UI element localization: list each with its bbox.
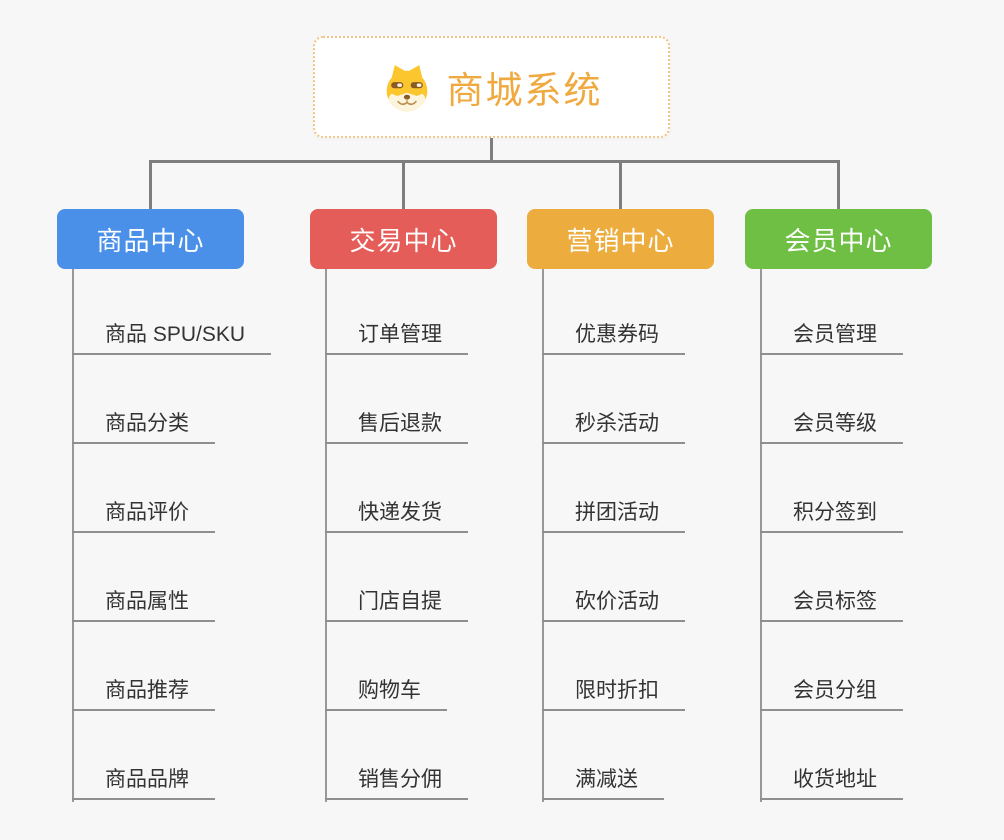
leaf-item[interactable]: 会员标签 — [760, 584, 903, 622]
connector-horizontal — [149, 160, 840, 163]
leaf-item[interactable]: 砍价活动 — [542, 584, 685, 622]
branch-trunk — [325, 269, 327, 802]
connector-drop-branch3 — [619, 160, 622, 209]
branch-marketing-center: 营销中心 优惠券码 秒杀活动 拼团活动 砍价活动 限时折扣 满减送 — [527, 209, 714, 809]
branch-product-center: 商品中心 商品 SPU/SKU 商品分类 商品评价 商品属性 商品推荐 商品品牌 — [57, 209, 272, 809]
leaf-item[interactable]: 商品属性 — [72, 584, 215, 622]
branch-trunk — [72, 269, 74, 802]
leaf-item[interactable]: 会员等级 — [760, 406, 903, 444]
root-node[interactable]: 商城系统 — [313, 36, 670, 138]
leaf-item[interactable]: 销售分佣 — [325, 762, 468, 800]
leaf-item[interactable]: 会员管理 — [760, 317, 903, 355]
branch-header-product-center[interactable]: 商品中心 — [57, 209, 244, 269]
leaf-item[interactable]: 满减送 — [542, 762, 664, 800]
branch-trunk — [542, 269, 544, 802]
connector-drop-branch4 — [837, 160, 840, 209]
connector-root-stem — [490, 138, 493, 162]
leaf-item[interactable]: 售后退款 — [325, 406, 468, 444]
branch-header-trade-center[interactable]: 交易中心 — [310, 209, 497, 269]
branch-member-center: 会员中心 会员管理 会员等级 积分签到 会员标签 会员分组 收货地址 — [745, 209, 932, 809]
branch-trunk — [760, 269, 762, 802]
branch-trade-center: 交易中心 订单管理 售后退款 快递发货 门店自提 购物车 销售分佣 — [310, 209, 497, 809]
leaf-item[interactable]: 订单管理 — [325, 317, 468, 355]
leaf-item[interactable]: 门店自提 — [325, 584, 468, 622]
leaf-item[interactable]: 商品评价 — [72, 495, 215, 533]
leaf-item[interactable]: 快递发货 — [325, 495, 468, 533]
leaf-item[interactable]: 购物车 — [325, 673, 447, 711]
leaf-item[interactable]: 限时折扣 — [542, 673, 685, 711]
branch-header-marketing-center[interactable]: 营销中心 — [527, 209, 714, 269]
leaf-item[interactable]: 会员分组 — [760, 673, 903, 711]
leaf-item[interactable]: 优惠券码 — [542, 317, 685, 355]
leaf-item[interactable]: 拼团活动 — [542, 495, 685, 533]
dog-face-icon — [386, 65, 427, 112]
leaf-item[interactable]: 积分签到 — [760, 495, 903, 533]
leaf-item[interactable]: 秒杀活动 — [542, 406, 685, 444]
connector-drop-branch2 — [402, 160, 405, 209]
root-label: 商城系统 — [446, 70, 603, 111]
leaf-item[interactable]: 商品推荐 — [72, 673, 215, 711]
leaf-item[interactable]: 商品品牌 — [72, 762, 215, 800]
connector-drop-branch1 — [149, 160, 152, 209]
leaf-item[interactable]: 收货地址 — [760, 762, 903, 800]
branch-header-member-center[interactable]: 会员中心 — [745, 209, 932, 269]
leaf-item[interactable]: 商品分类 — [72, 406, 215, 444]
leaf-item[interactable]: 商品 SPU/SKU — [72, 317, 272, 355]
